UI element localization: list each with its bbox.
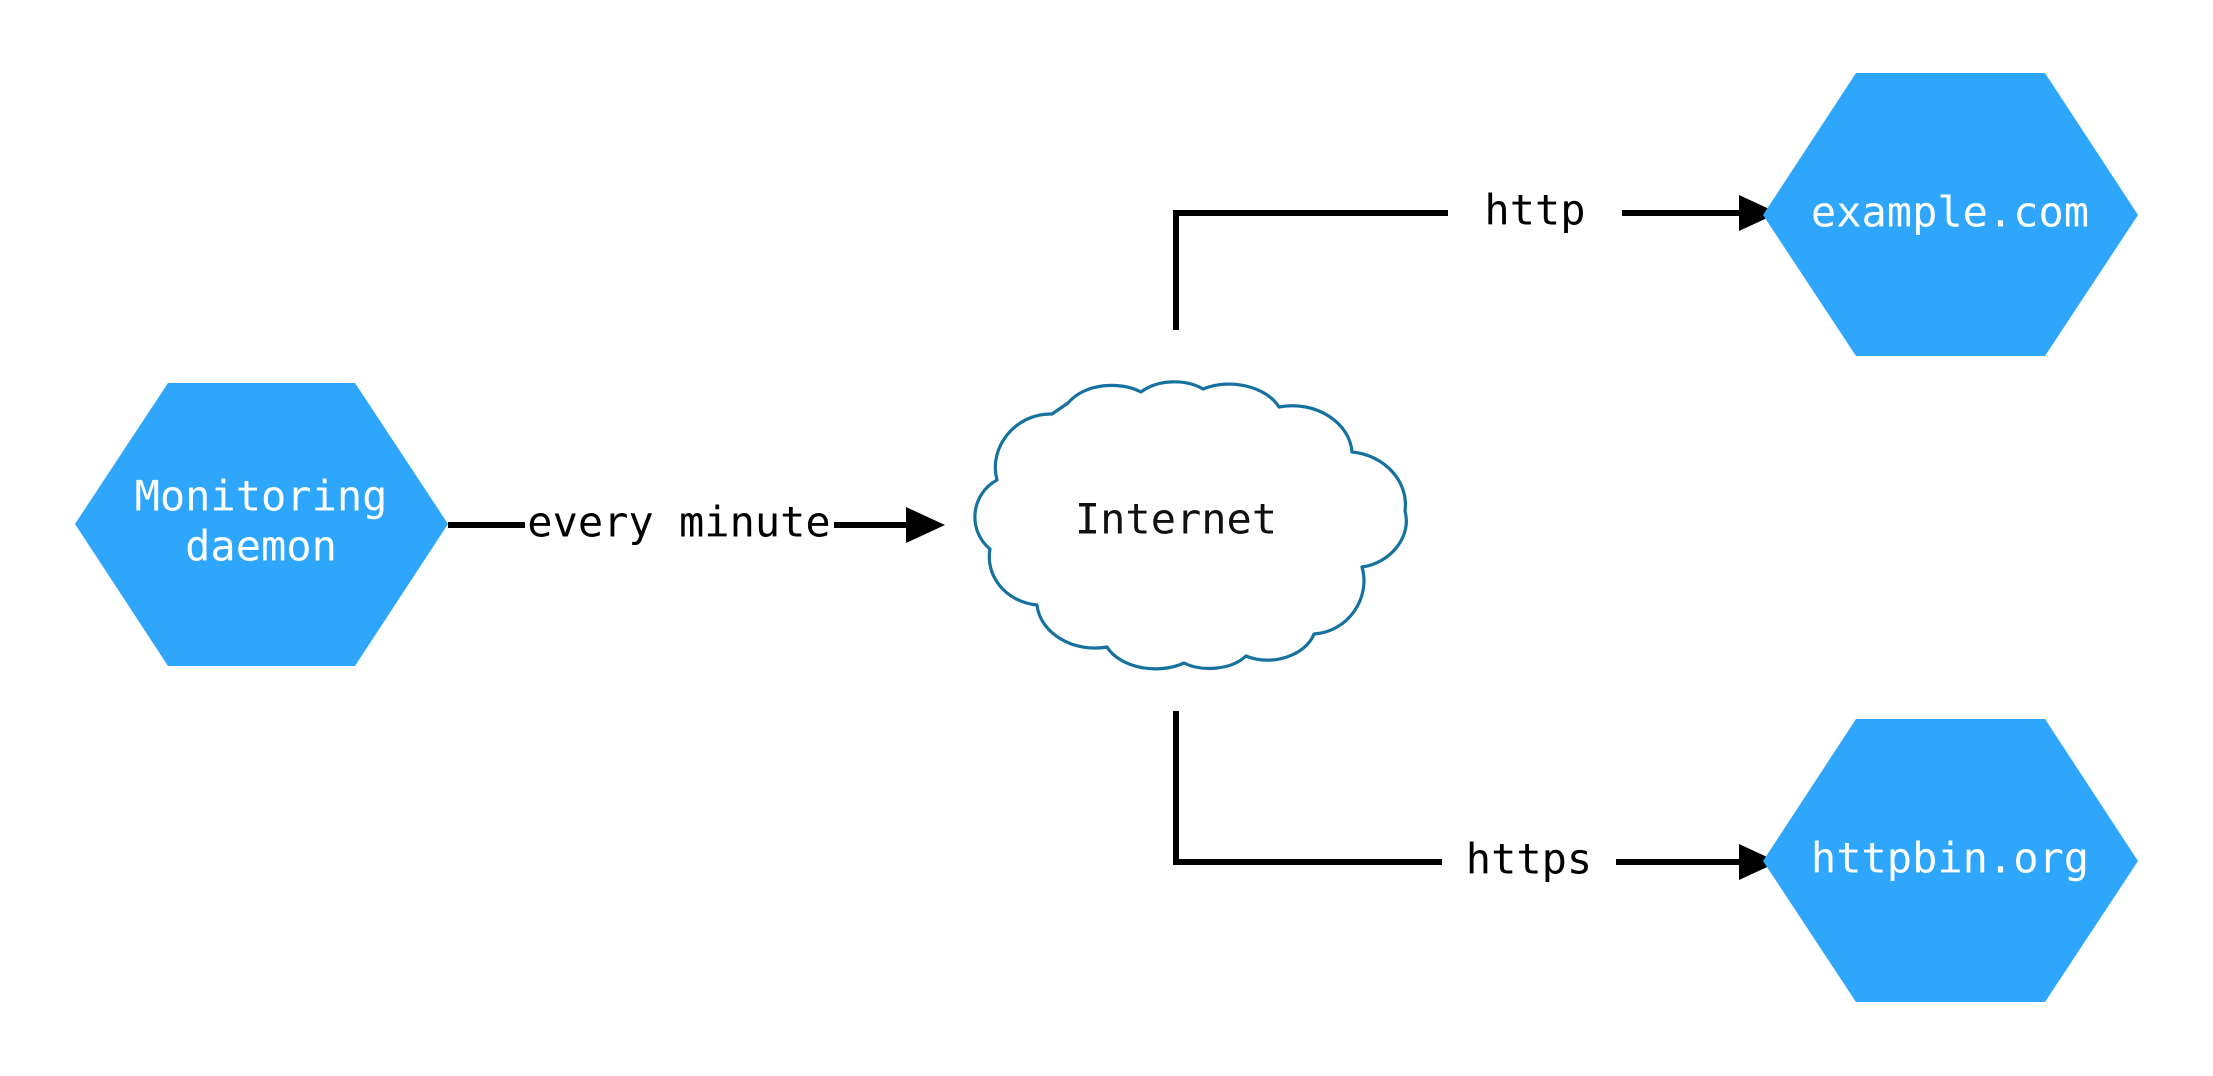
edge-label-every-minute: every minute — [527, 498, 830, 547]
arrowhead-icon — [1739, 844, 1778, 880]
edge-line-segment — [1173, 711, 1442, 865]
node-example-com[interactable]: example.com — [1763, 73, 2138, 356]
edge-label-http: http — [1484, 186, 1585, 235]
arrowhead-icon — [906, 507, 945, 543]
node-label-line1: Monitoring — [135, 472, 388, 521]
hexagon-shape — [1763, 719, 2138, 1002]
cloud-shape — [973, 380, 1408, 671]
edge-daemon-to-internet: every minute — [448, 498, 945, 547]
node-label-line2: daemon — [185, 522, 337, 571]
node-label-internet: Internet — [1075, 495, 1277, 544]
node-label-example-com: example.com — [1811, 188, 2089, 237]
node-monitoring-daemon[interactable]: Monitoring daemon — [75, 383, 448, 666]
node-internet[interactable]: Internet — [973, 380, 1408, 671]
node-httpbin-org[interactable]: httpbin.org — [1763, 719, 2138, 1002]
hexagon-shape — [75, 383, 448, 666]
node-label-httpbin-org: httpbin.org — [1811, 834, 2089, 883]
edge-line-segment — [1173, 210, 1448, 330]
edge-label-https: https — [1466, 835, 1592, 884]
edge-internet-to-example: http — [1173, 186, 1778, 330]
hexagon-shape — [1763, 73, 2138, 356]
edge-internet-to-httpbin: https — [1173, 711, 1778, 884]
arrowhead-icon — [1739, 195, 1778, 231]
